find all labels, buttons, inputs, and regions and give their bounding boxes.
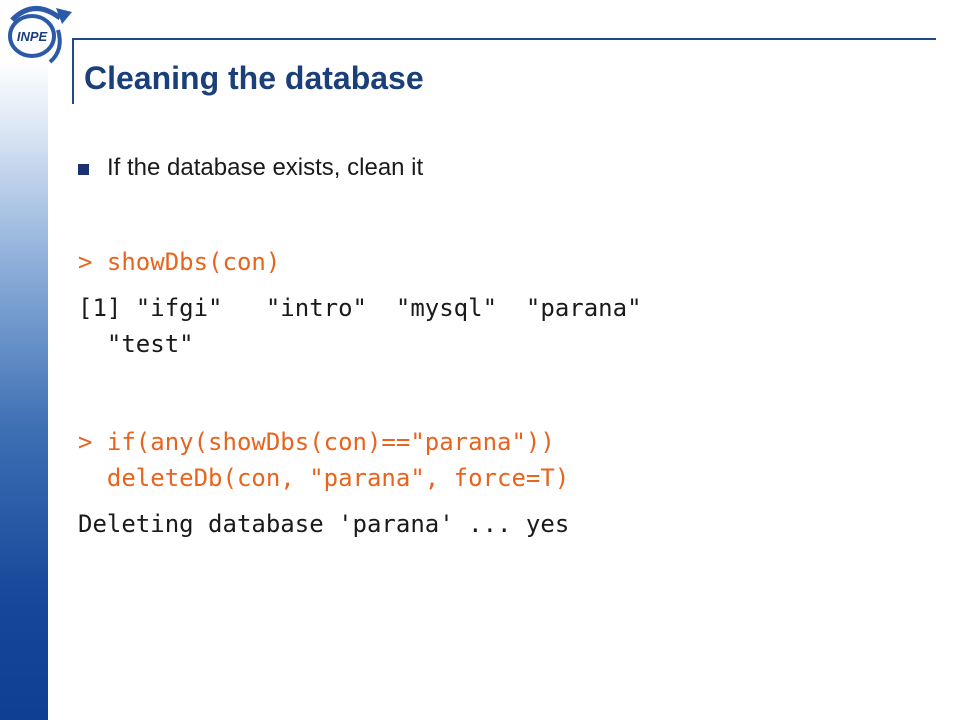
code-output-1-line-2: "test" xyxy=(78,330,194,358)
sidebar-gradient xyxy=(0,0,48,720)
code-output-2: Deleting database 'parana' ... yes xyxy=(78,510,570,538)
logo-text: INPE xyxy=(17,29,48,44)
bullet-text: If the database exists, clean it xyxy=(107,154,424,181)
bullet-item: If the database exists, clean it xyxy=(78,154,423,182)
bullet-square-icon xyxy=(78,163,89,175)
top-rule xyxy=(72,38,936,40)
slide-title: Cleaning the database xyxy=(84,60,424,96)
title-rule xyxy=(72,40,74,104)
code-command-2-line-2: deleteDb(con, "parana", force=T) xyxy=(78,464,570,492)
code-command-1: > showDbs(con) xyxy=(78,248,281,276)
code-command-2-line-1: > if(any(showDbs(con)=="parana")) xyxy=(78,428,555,456)
code-output-1-line-1: [1] "ifgi" "intro" "mysql" "parana" xyxy=(78,294,642,322)
inpe-logo-icon: INPE xyxy=(8,6,72,64)
